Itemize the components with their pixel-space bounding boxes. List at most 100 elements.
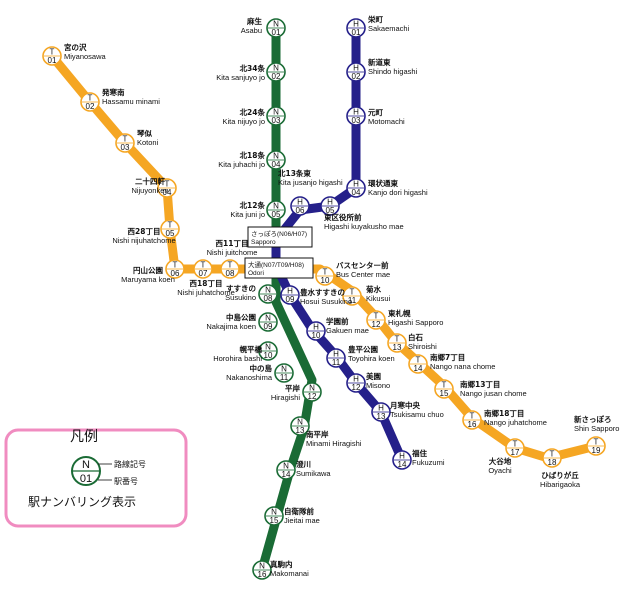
station-number: 05 bbox=[326, 206, 335, 215]
station-line-code: T bbox=[550, 450, 555, 459]
legend-title: 凡例 bbox=[70, 429, 98, 445]
station-number: 11 bbox=[348, 296, 357, 305]
station-name-en: Maruyama koen bbox=[121, 275, 175, 284]
station-number: 12 bbox=[372, 320, 381, 329]
station-name-ja: 北24条 bbox=[240, 107, 266, 117]
station-number: 15 bbox=[440, 389, 449, 398]
station-name-ja: 西11丁目 bbox=[216, 239, 249, 248]
station-name-ja: 中島公園 bbox=[226, 312, 256, 322]
station-line-code: N bbox=[281, 365, 287, 374]
station-name-en: Kita juhachi jo bbox=[218, 160, 265, 169]
station-name-ja: 西18丁目 bbox=[190, 279, 223, 288]
station-number: 19 bbox=[592, 446, 601, 455]
station-name-ja: 自衛隊前 bbox=[284, 506, 314, 516]
station-name-en: Oyachi bbox=[488, 466, 512, 475]
station-number: 02 bbox=[86, 102, 95, 111]
station-number: 04 bbox=[352, 188, 361, 197]
station-line-code: T bbox=[350, 288, 355, 297]
station-name-en: Kikusui bbox=[366, 294, 391, 303]
transfer-box-odori-ja: 大通(N07/T09/H08) bbox=[248, 260, 304, 269]
station-number: 01 bbox=[352, 28, 361, 37]
station-number: 17 bbox=[511, 448, 520, 457]
station-number: 03 bbox=[121, 143, 130, 152]
station-line-code: N bbox=[265, 314, 271, 323]
station-number: 06 bbox=[171, 269, 180, 278]
station-number: 12 bbox=[308, 392, 317, 401]
station-name-ja: 南郷18丁目 bbox=[484, 408, 524, 418]
station-name-ja: 新道東 bbox=[368, 57, 391, 67]
station-name-ja: 麻生 bbox=[246, 16, 262, 26]
station-name-en: Kita jusanjo higashi bbox=[278, 178, 343, 187]
station-line-code: N bbox=[273, 202, 279, 211]
station-line-code: T bbox=[123, 135, 128, 144]
station-line-code: H bbox=[399, 452, 405, 461]
station-name-ja: 大谷地 bbox=[489, 456, 512, 466]
station-name-en: Hassamu minami bbox=[102, 97, 160, 106]
station-name-ja: ひばりが丘 bbox=[541, 470, 579, 480]
station-line-code: H bbox=[353, 108, 359, 117]
station-name-ja: 栄町 bbox=[367, 14, 383, 24]
station-number: 09 bbox=[264, 322, 273, 331]
station-line-code: T bbox=[470, 412, 475, 421]
station-number: 16 bbox=[468, 420, 477, 429]
station-name-en: Asabu bbox=[241, 26, 262, 35]
station-line-code: H bbox=[353, 64, 359, 73]
station-name-en: Miyanosawa bbox=[64, 52, 107, 61]
transfer-box-sapporo-en: Sapporo bbox=[251, 239, 276, 246]
station-number: 05 bbox=[272, 210, 281, 219]
station-name-ja: 北12条 bbox=[240, 200, 266, 210]
station-name-ja: 美園 bbox=[366, 371, 381, 381]
station-name-ja: バスセンター前 bbox=[336, 260, 389, 270]
station-number: 04 bbox=[163, 188, 172, 197]
station-name-en: Makomanai bbox=[270, 569, 309, 578]
station-name-ja: 幌平橋 bbox=[240, 344, 263, 354]
station-number: 14 bbox=[414, 364, 423, 373]
station-number: 18 bbox=[548, 458, 557, 467]
station-name-en: Higashi Sapporo bbox=[388, 318, 443, 327]
station-name-ja: 二十四軒 bbox=[135, 176, 165, 186]
station-line-code: N bbox=[273, 152, 279, 161]
station-name-ja: 中の島 bbox=[250, 363, 273, 373]
station-line-code: T bbox=[594, 438, 599, 447]
station-number: 14 bbox=[398, 460, 407, 469]
station-line-code: T bbox=[442, 381, 447, 390]
station-number: 11 bbox=[280, 373, 289, 382]
station-name-ja: 新さっぽろ bbox=[574, 414, 612, 424]
tozai-line-track bbox=[48, 53, 598, 463]
station-number: 11 bbox=[332, 358, 341, 367]
station-number: 05 bbox=[166, 229, 175, 238]
station-name-en: Shiroishi bbox=[408, 342, 437, 351]
station-line-code: H bbox=[378, 404, 384, 413]
station-name-en: Hosui Susukino bbox=[300, 297, 352, 306]
station-number: 03 bbox=[272, 116, 281, 125]
station-name-ja: 学園前 bbox=[326, 316, 349, 326]
station-name-ja: 豊水すすきの bbox=[300, 287, 345, 297]
station-name-en: Tsukisamu chuo bbox=[390, 410, 444, 419]
station-line-code: T bbox=[168, 221, 173, 230]
station-name-en: Nango juhatchome bbox=[484, 418, 547, 427]
station-name-en: Kita juni jo bbox=[230, 210, 265, 219]
station-line-code: H bbox=[353, 180, 359, 189]
station-name-en: Susukino bbox=[225, 293, 256, 302]
